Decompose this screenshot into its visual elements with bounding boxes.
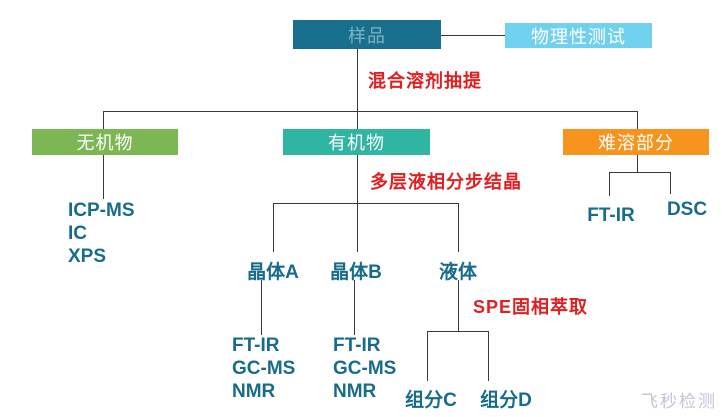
node-physical-test-label: 物理性测试	[531, 26, 626, 47]
connector-drop-organic	[357, 111, 358, 129]
node-fraction-c-label: 组分C	[405, 390, 457, 411]
node-organic: 有机物	[283, 129, 430, 155]
node-organic-label: 有机物	[328, 133, 385, 153]
node-physical-test: 物理性测试	[505, 23, 652, 48]
process-spe-label: SPE固相萃取	[473, 297, 589, 317]
method-item: NMR	[232, 381, 276, 402]
node-crystal-a-label: 晶体A	[247, 262, 299, 283]
method-item: FT-IR	[333, 335, 381, 356]
connector-drop-inorganic	[103, 111, 104, 129]
node-liquid-label: 液体	[438, 262, 477, 283]
process-extraction-label: 混合溶剂抽提	[368, 71, 482, 91]
method-list-crystal-a: FT-IR GC-MS NMR	[232, 334, 295, 403]
method-item: IC	[68, 223, 87, 244]
node-inorganic: 无机物	[32, 129, 178, 155]
method-list-crystal-b: FT-IR GC-MS NMR	[333, 334, 396, 403]
connector-crystal-a-down	[261, 280, 262, 335]
connector-drop-liquid	[458, 203, 459, 252]
connector-insoluble-branch	[609, 172, 671, 173]
watermark-text: 飞秒检测	[641, 392, 717, 411]
method-item: FT-IR	[232, 335, 280, 356]
connector-drop-ftir-right	[609, 172, 610, 196]
connector-inorganic-down	[103, 155, 104, 199]
connector-organic-branch	[273, 203, 459, 204]
node-sample-label: 样品	[348, 25, 386, 46]
method-insoluble-dsc: DSC	[666, 199, 708, 220]
node-crystal-b-label: 晶体B	[330, 262, 382, 283]
method-item: ICP-MS	[68, 200, 135, 221]
connector-liquid-down	[458, 280, 459, 331]
connector-main-branch	[103, 111, 638, 112]
method-item: GC-MS	[232, 358, 296, 379]
method-item: NMR	[333, 381, 377, 402]
connector-liquid-branch	[427, 331, 489, 332]
connector-drop-insoluble	[637, 111, 638, 129]
method-list-inorganic: ICP-MS IC XPS	[68, 199, 135, 268]
connector-drop-crystal-a	[273, 203, 274, 252]
node-fraction-d-label: 组分D	[480, 390, 532, 411]
connector-drop-crystal-b	[357, 203, 358, 252]
connector-drop-fraction-c	[427, 331, 428, 381]
connector-drop-dsc	[670, 172, 671, 194]
connector-sample-down	[357, 49, 358, 111]
connector-sample-to-physical	[441, 35, 505, 36]
connector-organic-down	[357, 154, 358, 203]
node-insoluble-label: 难溶部分	[598, 133, 674, 153]
process-crystallization-label: 多层液相分步结晶	[370, 172, 522, 192]
node-insoluble: 难溶部分	[563, 129, 709, 155]
connector-drop-fraction-d	[488, 331, 489, 381]
connector-insoluble-down	[637, 155, 638, 173]
method-item: XPS	[68, 246, 107, 267]
method-insoluble-ftir: FT-IR	[587, 205, 635, 226]
connector-crystal-b-down	[354, 280, 355, 335]
node-sample: 样品	[293, 20, 441, 49]
method-item: GC-MS	[333, 358, 397, 379]
node-inorganic-label: 无机物	[76, 133, 134, 153]
